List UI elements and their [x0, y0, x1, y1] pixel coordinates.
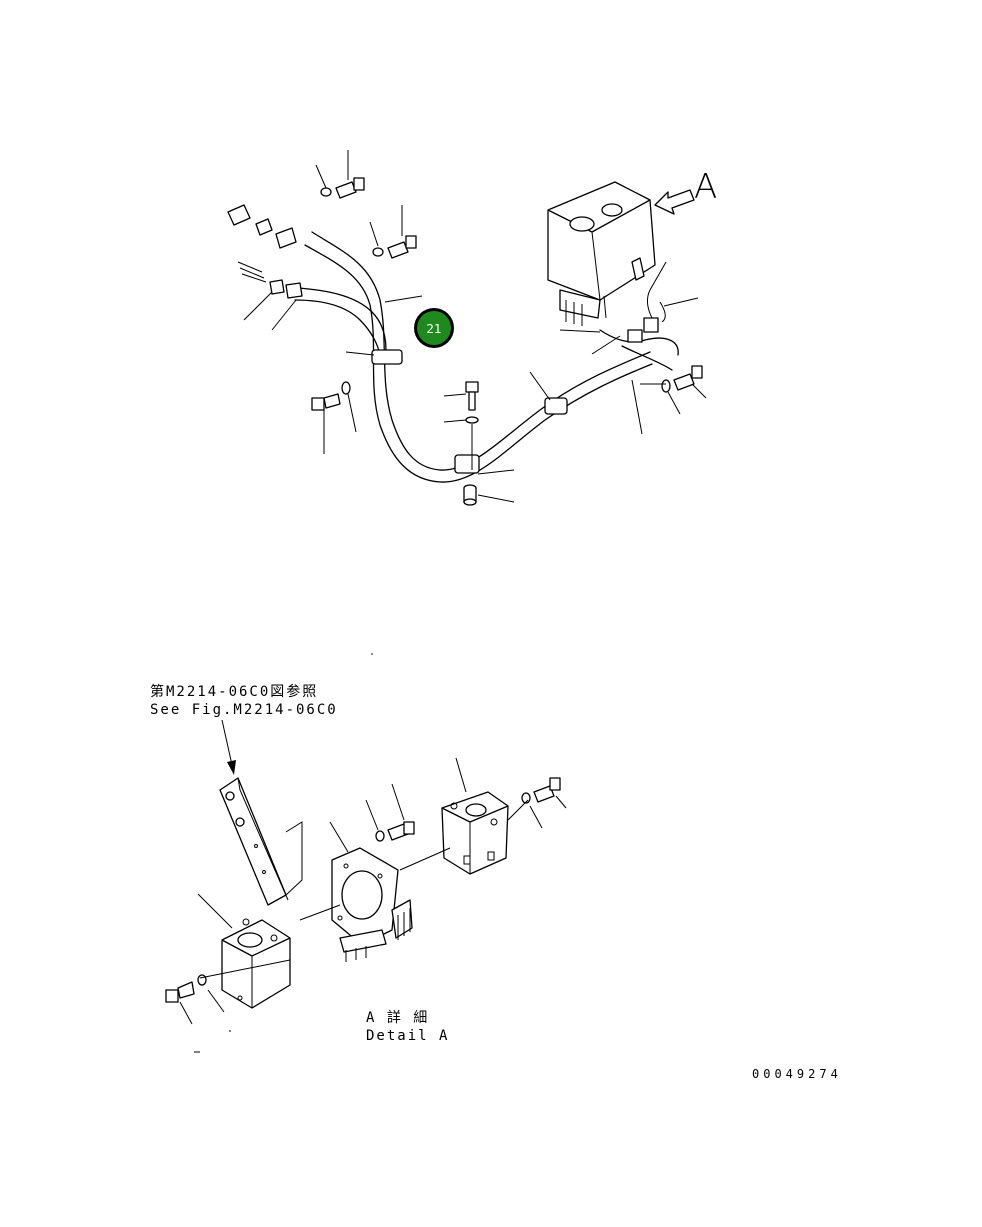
bolt-top-2: [372, 235, 417, 259]
connector-block: [627, 289, 666, 343]
fitting-pipe-upper: [227, 204, 297, 249]
callout-marker[interactable]: 21: [414, 308, 454, 348]
bolt-detail-2: [521, 777, 561, 804]
reference-jp: 第M2214-06C0図参照: [150, 683, 318, 700]
view-label: A: [694, 167, 717, 207]
bolt-detail-3: [165, 974, 207, 1003]
callout-number: 21: [426, 322, 441, 336]
hose-left: [294, 287, 387, 356]
bolt-top-1: [320, 177, 365, 199]
speck: [371, 653, 373, 655]
callout-fill: [417, 311, 451, 345]
leader-lines-detail: [179, 757, 567, 1053]
reservoir-tank-upper: [547, 181, 656, 326]
leader-lines-upper: [243, 150, 707, 503]
bolt-center: [465, 381, 479, 470]
reservoir-tank-front: [221, 918, 291, 1009]
bolt-right: [661, 365, 703, 393]
detail-jp: A 詳 細: [366, 1010, 429, 1026]
view-arrow: [654, 189, 695, 215]
hose-small: [599, 329, 679, 371]
reservoir-tank-rear: [441, 791, 509, 875]
bolt-detail-1: [375, 821, 415, 842]
detail-en: Detail A: [366, 1028, 449, 1044]
bracket-outline: [285, 821, 303, 896]
clamp-3: [544, 397, 568, 415]
detail-a-assembly: 第M2214-06C0図参照 See Fig.M2214-06C0: [150, 683, 567, 1053]
fitting-pipe-lower: [237, 261, 303, 299]
clamp-1: [371, 349, 403, 365]
reference-en: See Fig.M2214-06C0: [150, 702, 338, 718]
drawing-number: 00049274: [752, 1067, 842, 1081]
assembly-axis: [199, 799, 529, 979]
reference-arrow: [227, 760, 236, 775]
bolt-left: [311, 381, 351, 411]
mounting-bracket: [219, 777, 289, 906]
tank-bracket-plate: [331, 847, 413, 962]
spacer: [463, 484, 477, 506]
upper-assembly: A: [227, 150, 717, 506]
clamp-2: [454, 454, 480, 474]
